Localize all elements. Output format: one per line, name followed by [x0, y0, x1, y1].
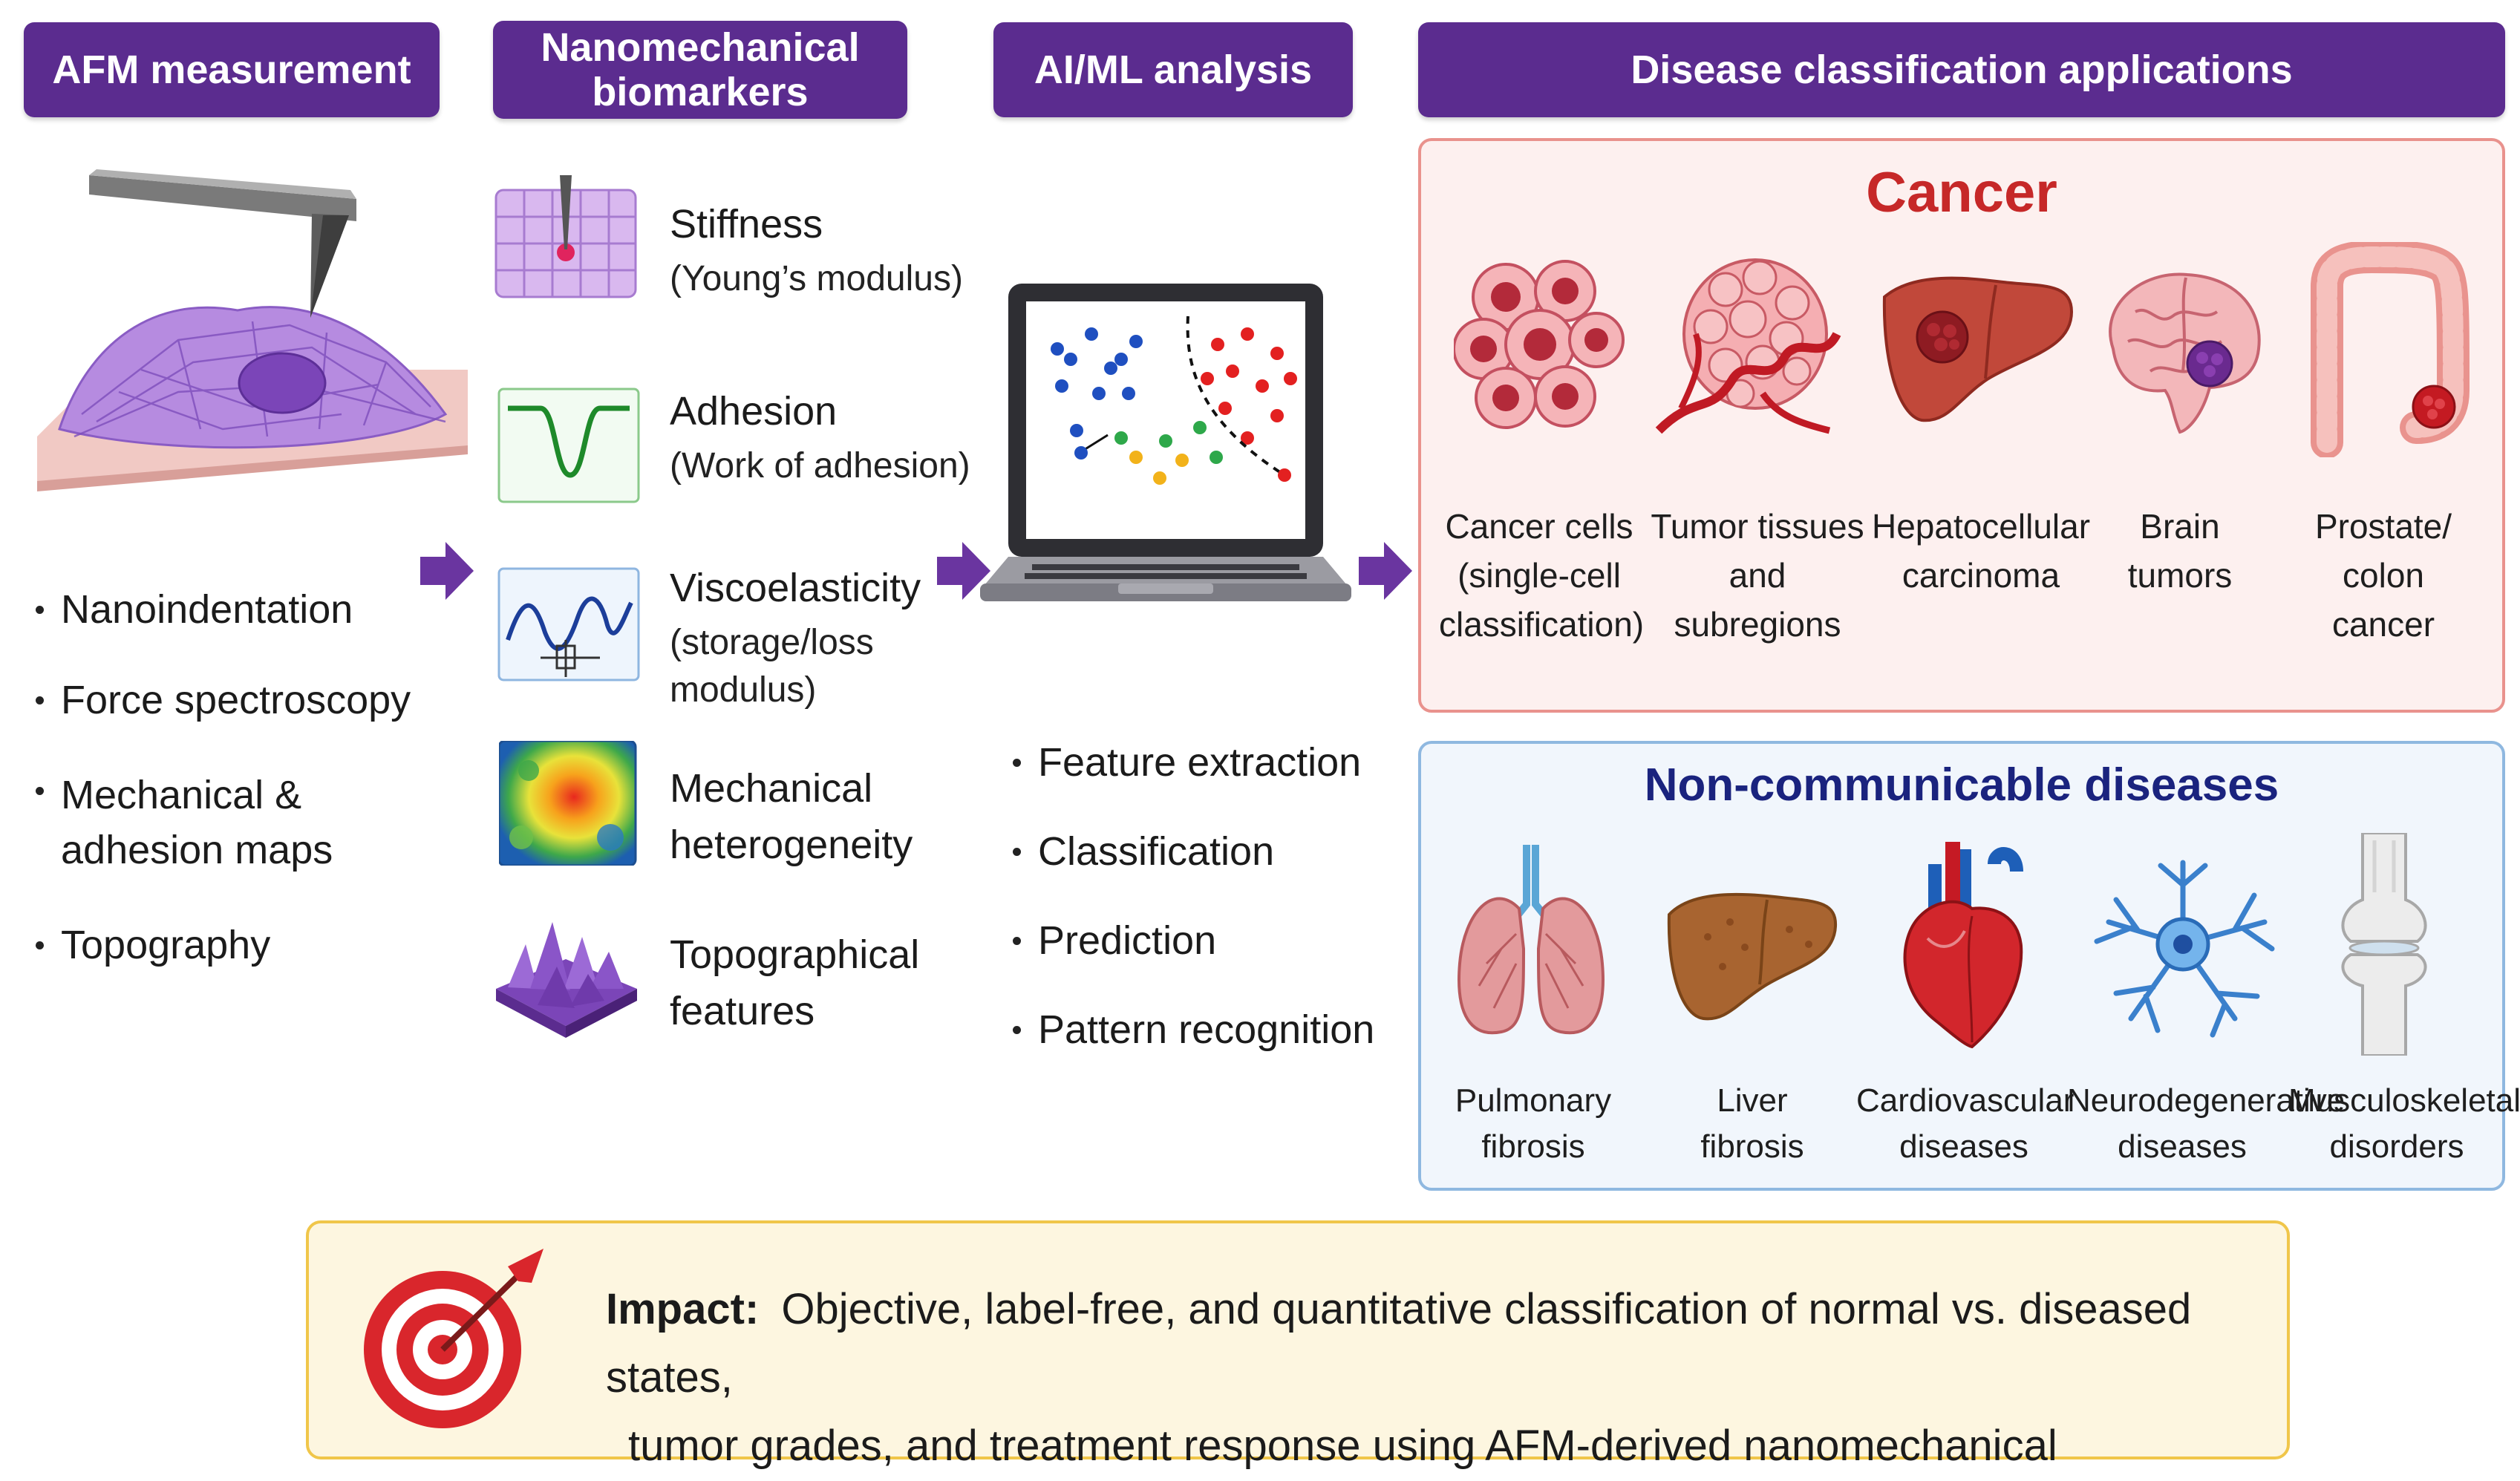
flow-arrow-1 — [420, 542, 474, 600]
cancer-item-label: Brain tumors — [2127, 507, 2233, 595]
cell-grid-indentation-icon — [494, 175, 637, 298]
afm-bullet-list: Nanoindentation Force spectroscopy Mecha… — [33, 586, 448, 968]
target-icon — [364, 1249, 544, 1428]
afm-bullet-item: Nanoindentation — [33, 586, 448, 632]
cancer-item-label: Prostate/ colon cancer — [2314, 507, 2452, 644]
biomarker-subtitle: (Young’s modulus) — [670, 259, 963, 298]
cancer-item-label: Hepatocellular carcinoma — [1871, 507, 2091, 595]
cancer-title: Cancer — [1866, 161, 2057, 224]
topography-peaks-icon — [496, 922, 637, 1038]
impact-description: Objective, label-free, and quantitative … — [606, 1285, 2192, 1402]
afm-bullet-item: Mechanical & adhesion maps — [33, 768, 448, 877]
liver-tumor-icon — [1882, 276, 2074, 422]
aiml-bullet-list: Feature extraction Classification Predic… — [1010, 739, 1396, 1053]
ncd-item-label: Cardiovascular diseases — [1856, 1082, 2075, 1165]
flow-arrow-2 — [937, 542, 990, 600]
biomarker-title: Topographical features — [670, 932, 920, 1033]
header-disease-label: Disease classification applications — [1631, 48, 2293, 92]
ncd-item-label: Neurodegenerative diseases — [2067, 1082, 2346, 1165]
impact-description-line-2: tumor grades, and treatment response usi… — [628, 1422, 2057, 1470]
laptop-scatter-plot-icon — [980, 284, 1351, 601]
header-aiml-label: AI/ML analysis — [1034, 48, 1313, 92]
knee-joint-icon — [2341, 833, 2427, 1056]
impact-text: Impact: Objective, label-free, and quant… — [606, 1275, 2269, 1481]
biomarker-title: Mechanical heterogeneity — [670, 766, 913, 867]
ncd-panel: Non-communicable diseases Pulmonary fibr… — [1418, 741, 2520, 1191]
liver-icon — [1667, 892, 1838, 1021]
header-aiml-analysis: AI/ML analysis — [993, 22, 1353, 117]
aiml-bullet-item: Pattern recognition — [1010, 1007, 1396, 1053]
heatmap-icon — [499, 741, 637, 866]
header-afm-label: AFM measurement — [52, 48, 411, 92]
biomarker-subtitle: (Work of adhesion) — [670, 446, 970, 486]
colon-icon — [2311, 242, 2470, 457]
aiml-bullet-item: Feature extraction — [1010, 739, 1396, 785]
adhesion-curve-icon — [497, 388, 640, 503]
afm-bullet-item: Topography — [33, 922, 448, 968]
biomarker-title: Adhesion — [670, 389, 838, 434]
ncd-item-label: Musculoskeletal disorders — [2288, 1082, 2520, 1165]
aiml-bullet-item: Classification — [1010, 828, 1396, 874]
afm-cantilever-cell-illustration — [37, 169, 468, 491]
ncd-item-label: Pulmonary fibrosis — [1455, 1082, 1612, 1165]
ncd-title: Non-communicable diseases — [1644, 759, 2279, 811]
heart-icon — [1903, 842, 2023, 1049]
header-disease-classification: Disease classification applications — [1418, 22, 2505, 117]
cancer-item-label: Cancer cells (single-cell classification… — [1439, 507, 1645, 644]
viscoelastic-wave-icon — [497, 567, 640, 681]
afm-bullet-item: Force spectroscopy — [33, 677, 448, 723]
impact-box: Impact: Objective, label-free, and quant… — [306, 1220, 2290, 1470]
impact-label: Impact: — [606, 1285, 760, 1333]
cancer-cells-icon — [1454, 260, 1625, 429]
cancer-item-label: Tumor tissues and subregions — [1651, 507, 1864, 644]
biomarker-title: Viscoelasticity — [670, 566, 921, 610]
tumor-tissue-icon — [1655, 258, 1841, 434]
lungs-icon — [1458, 845, 1605, 1035]
ncd-item-label: Liver fibrosis — [1700, 1082, 1804, 1165]
aiml-bullet-item: Prediction — [1010, 918, 1396, 964]
brain-tumor-icon — [2109, 272, 2261, 434]
header-biomarkers-label: Nanomechanical biomarkers — [541, 25, 860, 114]
header-afm-measurement: AFM measurement — [24, 22, 440, 117]
header-nanomechanical-biomarkers: Nanomechanical biomarkers — [493, 21, 907, 119]
flow-arrow-3 — [1359, 542, 1412, 600]
biomarker-subtitle: (storage/loss modulus) — [670, 623, 874, 710]
biomarker-title: Stiffness — [670, 202, 823, 246]
cancer-panel: Cancer Cancer cells (single-cell classif… — [1418, 138, 2505, 713]
neuron-icon — [2094, 860, 2275, 1038]
